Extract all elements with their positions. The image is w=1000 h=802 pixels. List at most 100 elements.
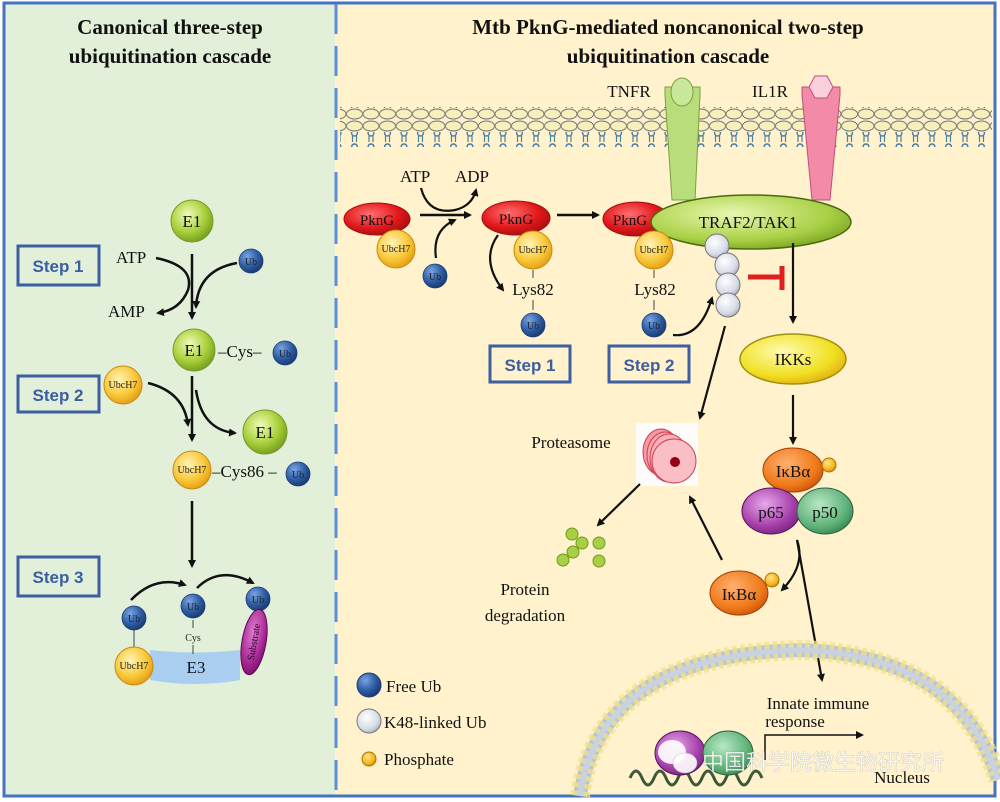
right-title-line1: Mtb PknG-mediated noncanonical two-step <box>472 15 863 39</box>
arrow-ub-join <box>434 218 457 259</box>
right-step2-box: Step 2 <box>607 344 691 384</box>
k48-ub-chain <box>704 233 741 318</box>
watermark-text: 中国科学院微生物研究所 <box>702 751 944 776</box>
il1r-receptor: IL1R <box>752 75 841 201</box>
phosphate-icon <box>361 751 377 767</box>
inhibition-mark <box>748 266 785 290</box>
innate-line2: response <box>765 712 824 731</box>
arrow-atp-amp <box>155 256 191 317</box>
ikba-p65-p50-complex: IκBα p65 p50 <box>741 447 854 535</box>
arrow-release-e1 <box>194 389 237 437</box>
arrow-ubch7-join <box>147 381 192 427</box>
svg-text:Lys82: Lys82 <box>634 280 676 299</box>
e3-complex: E3 Ub UbcH7 Ub Cys Ub Substrate <box>114 586 271 686</box>
pkng-complex-3-ubch7: UbcH7 Lys82 Ub <box>634 230 676 338</box>
svg-text:Ub: Ub <box>187 602 199 613</box>
legend: Free Ub K48-linked Ub Phosphate <box>356 672 486 769</box>
innate-line1: Innate immune <box>767 694 869 713</box>
svg-text:Phosphate: Phosphate <box>384 750 454 769</box>
tnfr-label: TNFR <box>607 82 651 101</box>
legend-item-phosphate: Phosphate <box>361 750 454 769</box>
arrow-proteasome-degradation <box>596 483 641 527</box>
svg-text:Cys: Cys <box>185 633 201 644</box>
svg-text:–Cys86 –: –Cys86 – <box>211 462 277 481</box>
left-step1-label: Step 1 <box>32 257 83 276</box>
arrow-ub-e1 <box>192 261 238 309</box>
svg-text:Lys82: Lys82 <box>512 280 554 299</box>
traf2-tak1: TRAF2/TAK1 <box>650 194 852 250</box>
left-step3-box: Step 3 <box>16 555 101 598</box>
right-title-line2: ubiquitination cascade <box>567 44 769 68</box>
svg-text:Ub: Ub <box>245 257 257 268</box>
arrow-ub-transfer2 <box>196 573 255 589</box>
svg-text:E1: E1 <box>183 212 202 231</box>
svg-text:UbcH7: UbcH7 <box>120 661 149 672</box>
svg-text:Free Ub: Free Ub <box>386 677 441 696</box>
e1-top: E1 <box>170 199 214 243</box>
wechat-icon <box>658 740 698 774</box>
svg-text:PknG: PknG <box>360 213 394 229</box>
svg-text:UbcH7: UbcH7 <box>109 380 138 391</box>
arrow-atp-adp <box>419 187 479 212</box>
protein-degradation-line2: degradation <box>485 606 566 625</box>
svg-text:PknG: PknG <box>613 213 647 229</box>
degraded-peptides <box>556 527 606 568</box>
left-step2-label: Step 2 <box>32 386 83 405</box>
svg-text:IκBα: IκBα <box>722 585 757 604</box>
svg-text:p50: p50 <box>812 503 838 522</box>
arrow-pkng-lys82 <box>489 234 505 292</box>
right-step2-label: Step 2 <box>623 356 674 375</box>
svg-text:E1: E1 <box>256 423 275 442</box>
nucleus-label: Nucleus <box>874 768 930 787</box>
k48-ub-icon <box>356 708 382 734</box>
atp-label-right: ATP <box>400 167 430 186</box>
left-title-line1: Canonical three-step <box>77 15 263 39</box>
svg-text:–Cys–: –Cys– <box>217 342 262 361</box>
amp-label-left: AMP <box>108 302 145 321</box>
left-step2-box: Step 2 <box>16 374 101 414</box>
svg-text:Ub: Ub <box>429 272 441 283</box>
legend-item-k48-ub: K48-linked Ub <box>356 708 486 734</box>
tnfr-receptor: TNFR <box>607 77 701 201</box>
svg-text:Ub: Ub <box>128 614 140 625</box>
legend-item-free-ub: Free Ub <box>356 672 441 698</box>
arrow-chain-proteasome <box>697 325 727 420</box>
free-ub-icon <box>356 672 382 698</box>
il1r-label: IL1R <box>752 82 789 101</box>
left-step1-box: Step 1 <box>16 244 101 287</box>
ubch7-step2: UbcH7 <box>103 365 143 405</box>
protein-degradation-line1: Protein <box>500 580 550 599</box>
proteasome-label: Proteasome <box>531 433 610 452</box>
svg-text:UbcH7: UbcH7 <box>640 245 669 256</box>
svg-text:UbcH7: UbcH7 <box>519 245 548 256</box>
svg-text:PknG: PknG <box>499 212 533 228</box>
ikks: IKKs <box>739 333 847 385</box>
pkng-complex-1: PknG UbcH7 Ub <box>343 202 448 289</box>
e1-cys-ub: E1 –Cys– Ub <box>172 328 298 372</box>
nuclear-membrane <box>570 639 1000 798</box>
ubch7-cys86-ub: UbcH7 –Cys86 – Ub <box>172 450 311 490</box>
svg-text:Ub: Ub <box>292 470 304 481</box>
svg-text:TRAF2/TAK1: TRAF2/TAK1 <box>699 213 798 232</box>
left-title-line2: ubiquitination cascade <box>69 44 271 68</box>
proteasome <box>636 423 698 486</box>
e1-released: E1 <box>242 409 288 455</box>
right-step1-box: Step 1 <box>488 344 572 384</box>
svg-text:IKKs: IKKs <box>775 350 812 369</box>
svg-text:E1: E1 <box>185 341 204 360</box>
svg-text:UbcH7: UbcH7 <box>178 465 207 476</box>
svg-text:Ub: Ub <box>527 321 539 332</box>
svg-text:IκBα: IκBα <box>776 462 811 481</box>
svg-text:Ub: Ub <box>648 321 660 332</box>
right-step1-label: Step 1 <box>504 356 555 375</box>
ikba-free: IκBα <box>709 570 780 616</box>
svg-text:K48-linked Ub: K48-linked Ub <box>384 713 486 732</box>
arrow-ikba-proteasome <box>689 495 723 561</box>
atp-label-left: ATP <box>116 248 146 267</box>
svg-text:E3: E3 <box>187 658 206 677</box>
ub-left-step1: Ub <box>238 248 264 274</box>
svg-text:Ub: Ub <box>252 595 264 606</box>
pkng-complex-2: PknG UbcH7 Lys82 Ub <box>481 200 554 338</box>
